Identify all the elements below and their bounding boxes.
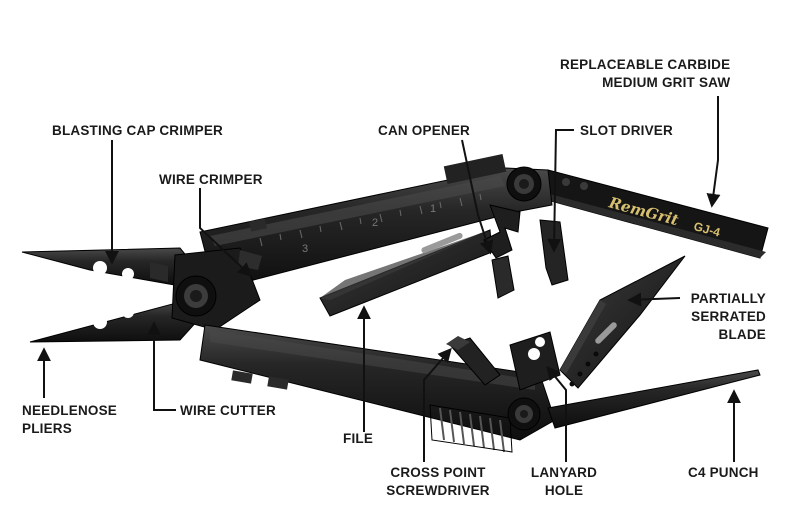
ruler-mark-3: 3: [302, 243, 308, 255]
label-can-opener: CAN OPENER: [378, 123, 471, 138]
serrated-blade: [559, 255, 686, 389]
label-cross-point-screwdriver: CROSS POINT SCREWDRIVER: [386, 465, 490, 498]
carbide-saw: RemGrit GJ-4: [539, 169, 769, 259]
label-file: FILE: [343, 431, 374, 446]
main-pivot: [171, 247, 262, 331]
needlenose-pliers: [21, 247, 199, 343]
label-c4-punch: C4 PUNCH: [688, 465, 759, 480]
label-wire-cutter: WIRE CUTTER: [180, 403, 276, 418]
cross-point-screwdriver: [446, 336, 501, 386]
file-blade: [319, 229, 493, 317]
label-lanyard-hole: LANYARD HOLE: [530, 465, 598, 498]
ruler-mark-2: 2: [372, 217, 378, 229]
c4-punch: [547, 369, 761, 429]
label-saw: REPLACEABLE CARBIDE MEDIUM GRIT SAW: [560, 57, 731, 90]
label-blasting-cap-crimper: BLASTING CAP CRIMPER: [52, 123, 224, 138]
label-needlenose-pliers: NEEDLENOSE PLIERS: [22, 403, 118, 436]
pointer-lines: [37, 96, 741, 462]
label-serrated-blade: PARTIALLY SERRATED BLADE: [690, 291, 766, 342]
label-slot-driver: SLOT DRIVER: [580, 123, 673, 138]
upper-handle: 3 2 1: [199, 153, 553, 291]
ruler-mark-1: 1: [430, 203, 436, 215]
saw-model-text: GJ-4: [692, 219, 722, 240]
label-wire-crimper: WIRE CRIMPER: [159, 172, 263, 187]
lower-handle: [199, 218, 556, 453]
